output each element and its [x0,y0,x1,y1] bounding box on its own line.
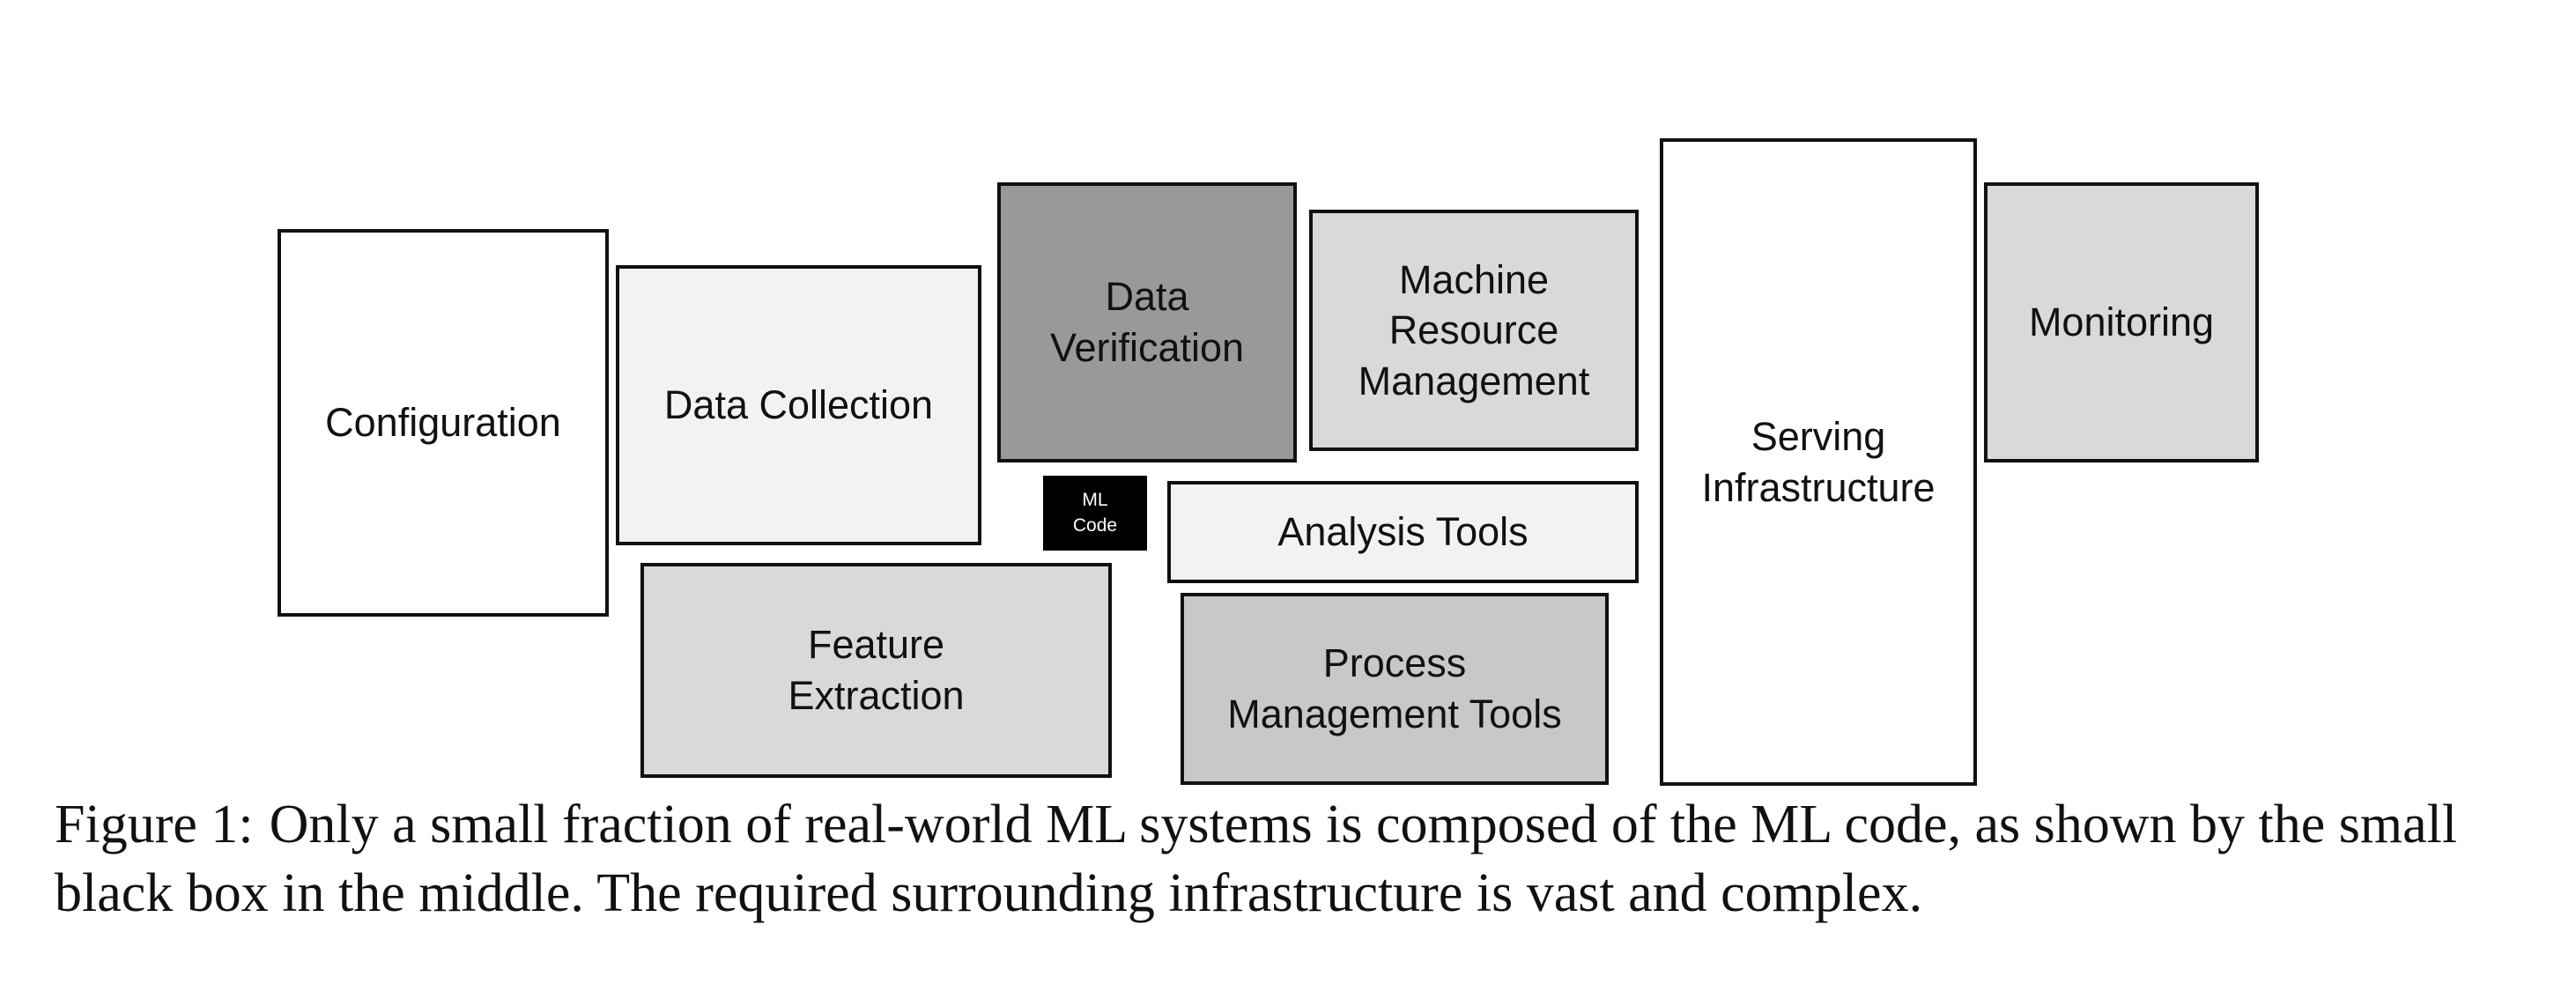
serving-infrastructure-label: Serving Infrastructure [1701,413,1936,510]
ml-code-box: ML Code [1043,476,1147,551]
feature-extraction-label: Feature Extraction [788,622,965,718]
feature-extraction-box: Feature Extraction [640,563,1112,778]
machine-resource-management-label: Machine Resource Management [1358,256,1590,403]
configuration-label: Configuration [325,400,561,446]
process-management-tools-label: Process Management Tools [1227,640,1562,736]
monitoring-label: Monitoring [2028,300,2215,345]
figure-caption: Figure 1:Only a small fraction of real-w… [55,790,2521,928]
serving-infrastructure-box: Serving Infrastructure [1660,138,1977,786]
figure-caption-label: Figure 1: [55,795,254,854]
configuration-box: Configuration [278,229,609,617]
data-verification-box: Data Verification [997,182,1297,462]
data-collection-box: Data Collection [616,265,981,545]
ml-code-label: ML Code [1072,490,1118,536]
machine-resource-management-box: Machine Resource Management [1309,210,1639,451]
monitoring-box: Monitoring [1984,182,2259,462]
process-management-tools-box: Process Management Tools [1181,593,1609,785]
data-collection-label: Data Collection [663,382,934,428]
analysis-tools-box: Analysis Tools [1167,481,1639,583]
data-verification-label: Data Verification [1049,274,1245,370]
analysis-tools-label: Analysis Tools [1277,509,1529,555]
figure-caption-text: Only a small fraction of real-world ML s… [55,795,2458,923]
